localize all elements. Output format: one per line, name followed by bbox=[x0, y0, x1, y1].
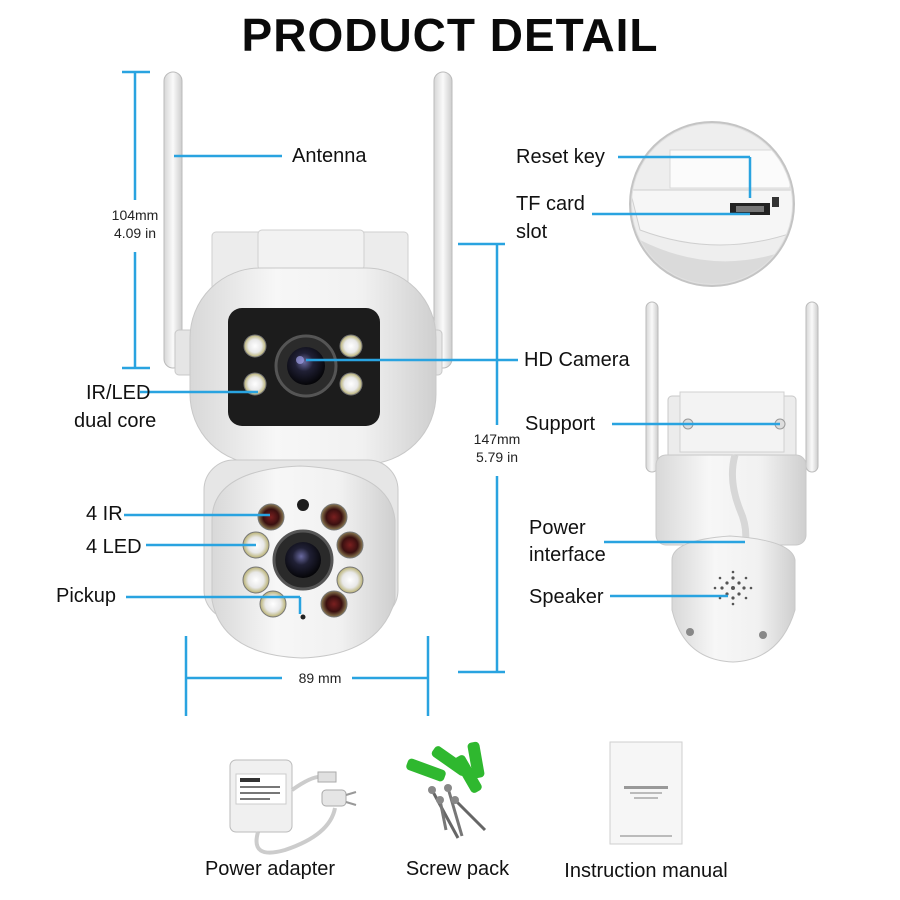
callout-power-interface-line1: Power bbox=[529, 517, 586, 539]
antenna-left bbox=[163, 71, 183, 369]
callout-support: Support bbox=[525, 413, 596, 435]
speaker-grille bbox=[713, 570, 753, 606]
dimension-height-body-mm: 147mm bbox=[473, 431, 521, 447]
power-adapter-illustration bbox=[229, 759, 357, 855]
callout-ir-led-line2: dual core bbox=[74, 410, 157, 432]
dimension-height-body-in: 5.79 in bbox=[475, 449, 519, 465]
callout-hd-camera: HD Camera bbox=[524, 349, 630, 371]
callout-power-interface-line2: interface bbox=[529, 544, 606, 566]
callout-tf-card-line2: slot bbox=[516, 221, 548, 243]
accessory-instruction-manual-label: Instruction manual bbox=[564, 860, 728, 882]
callout-reset-key: Reset key bbox=[516, 146, 605, 168]
accessory-power-adapter-label: Power adapter bbox=[204, 858, 336, 880]
dimension-lines bbox=[122, 70, 505, 716]
callout-ir-led-line1: IR/LED bbox=[86, 382, 151, 404]
antenna-right bbox=[433, 71, 453, 369]
detail-circle-illustration bbox=[629, 121, 795, 287]
accessory-screw-pack-label: Screw pack bbox=[405, 858, 510, 880]
pickup-hole bbox=[300, 614, 306, 620]
callout-pickup: Pickup bbox=[56, 585, 117, 607]
dimension-height-body: 147mm 5.79 in bbox=[462, 430, 532, 466]
dimension-height-antenna: 104mm 4.09 in bbox=[100, 206, 170, 242]
callout-tf-card-line1: TF card bbox=[516, 193, 585, 215]
dimension-height-antenna-mm: 104mm bbox=[111, 207, 159, 223]
callout-ir-led: IR/LED bbox=[86, 380, 150, 406]
page-title: PRODUCT DETAIL bbox=[241, 9, 659, 61]
instruction-manual-illustration bbox=[609, 741, 683, 845]
rear-camera-illustration bbox=[645, 301, 819, 663]
callout-4-ir: 4 IR bbox=[86, 503, 123, 525]
callout-speaker: Speaker bbox=[529, 586, 604, 608]
callout-4-led: 4 LED bbox=[86, 536, 142, 558]
callout-lines bbox=[124, 154, 780, 614]
dimension-width: 89 mm bbox=[298, 670, 342, 686]
reset-key-hole bbox=[772, 197, 779, 207]
dimension-height-antenna-in: 4.09 in bbox=[113, 225, 157, 241]
callout-antenna: Antenna bbox=[292, 145, 367, 167]
power-cable bbox=[728, 454, 750, 546]
screw-pack-illustration bbox=[406, 741, 487, 839]
